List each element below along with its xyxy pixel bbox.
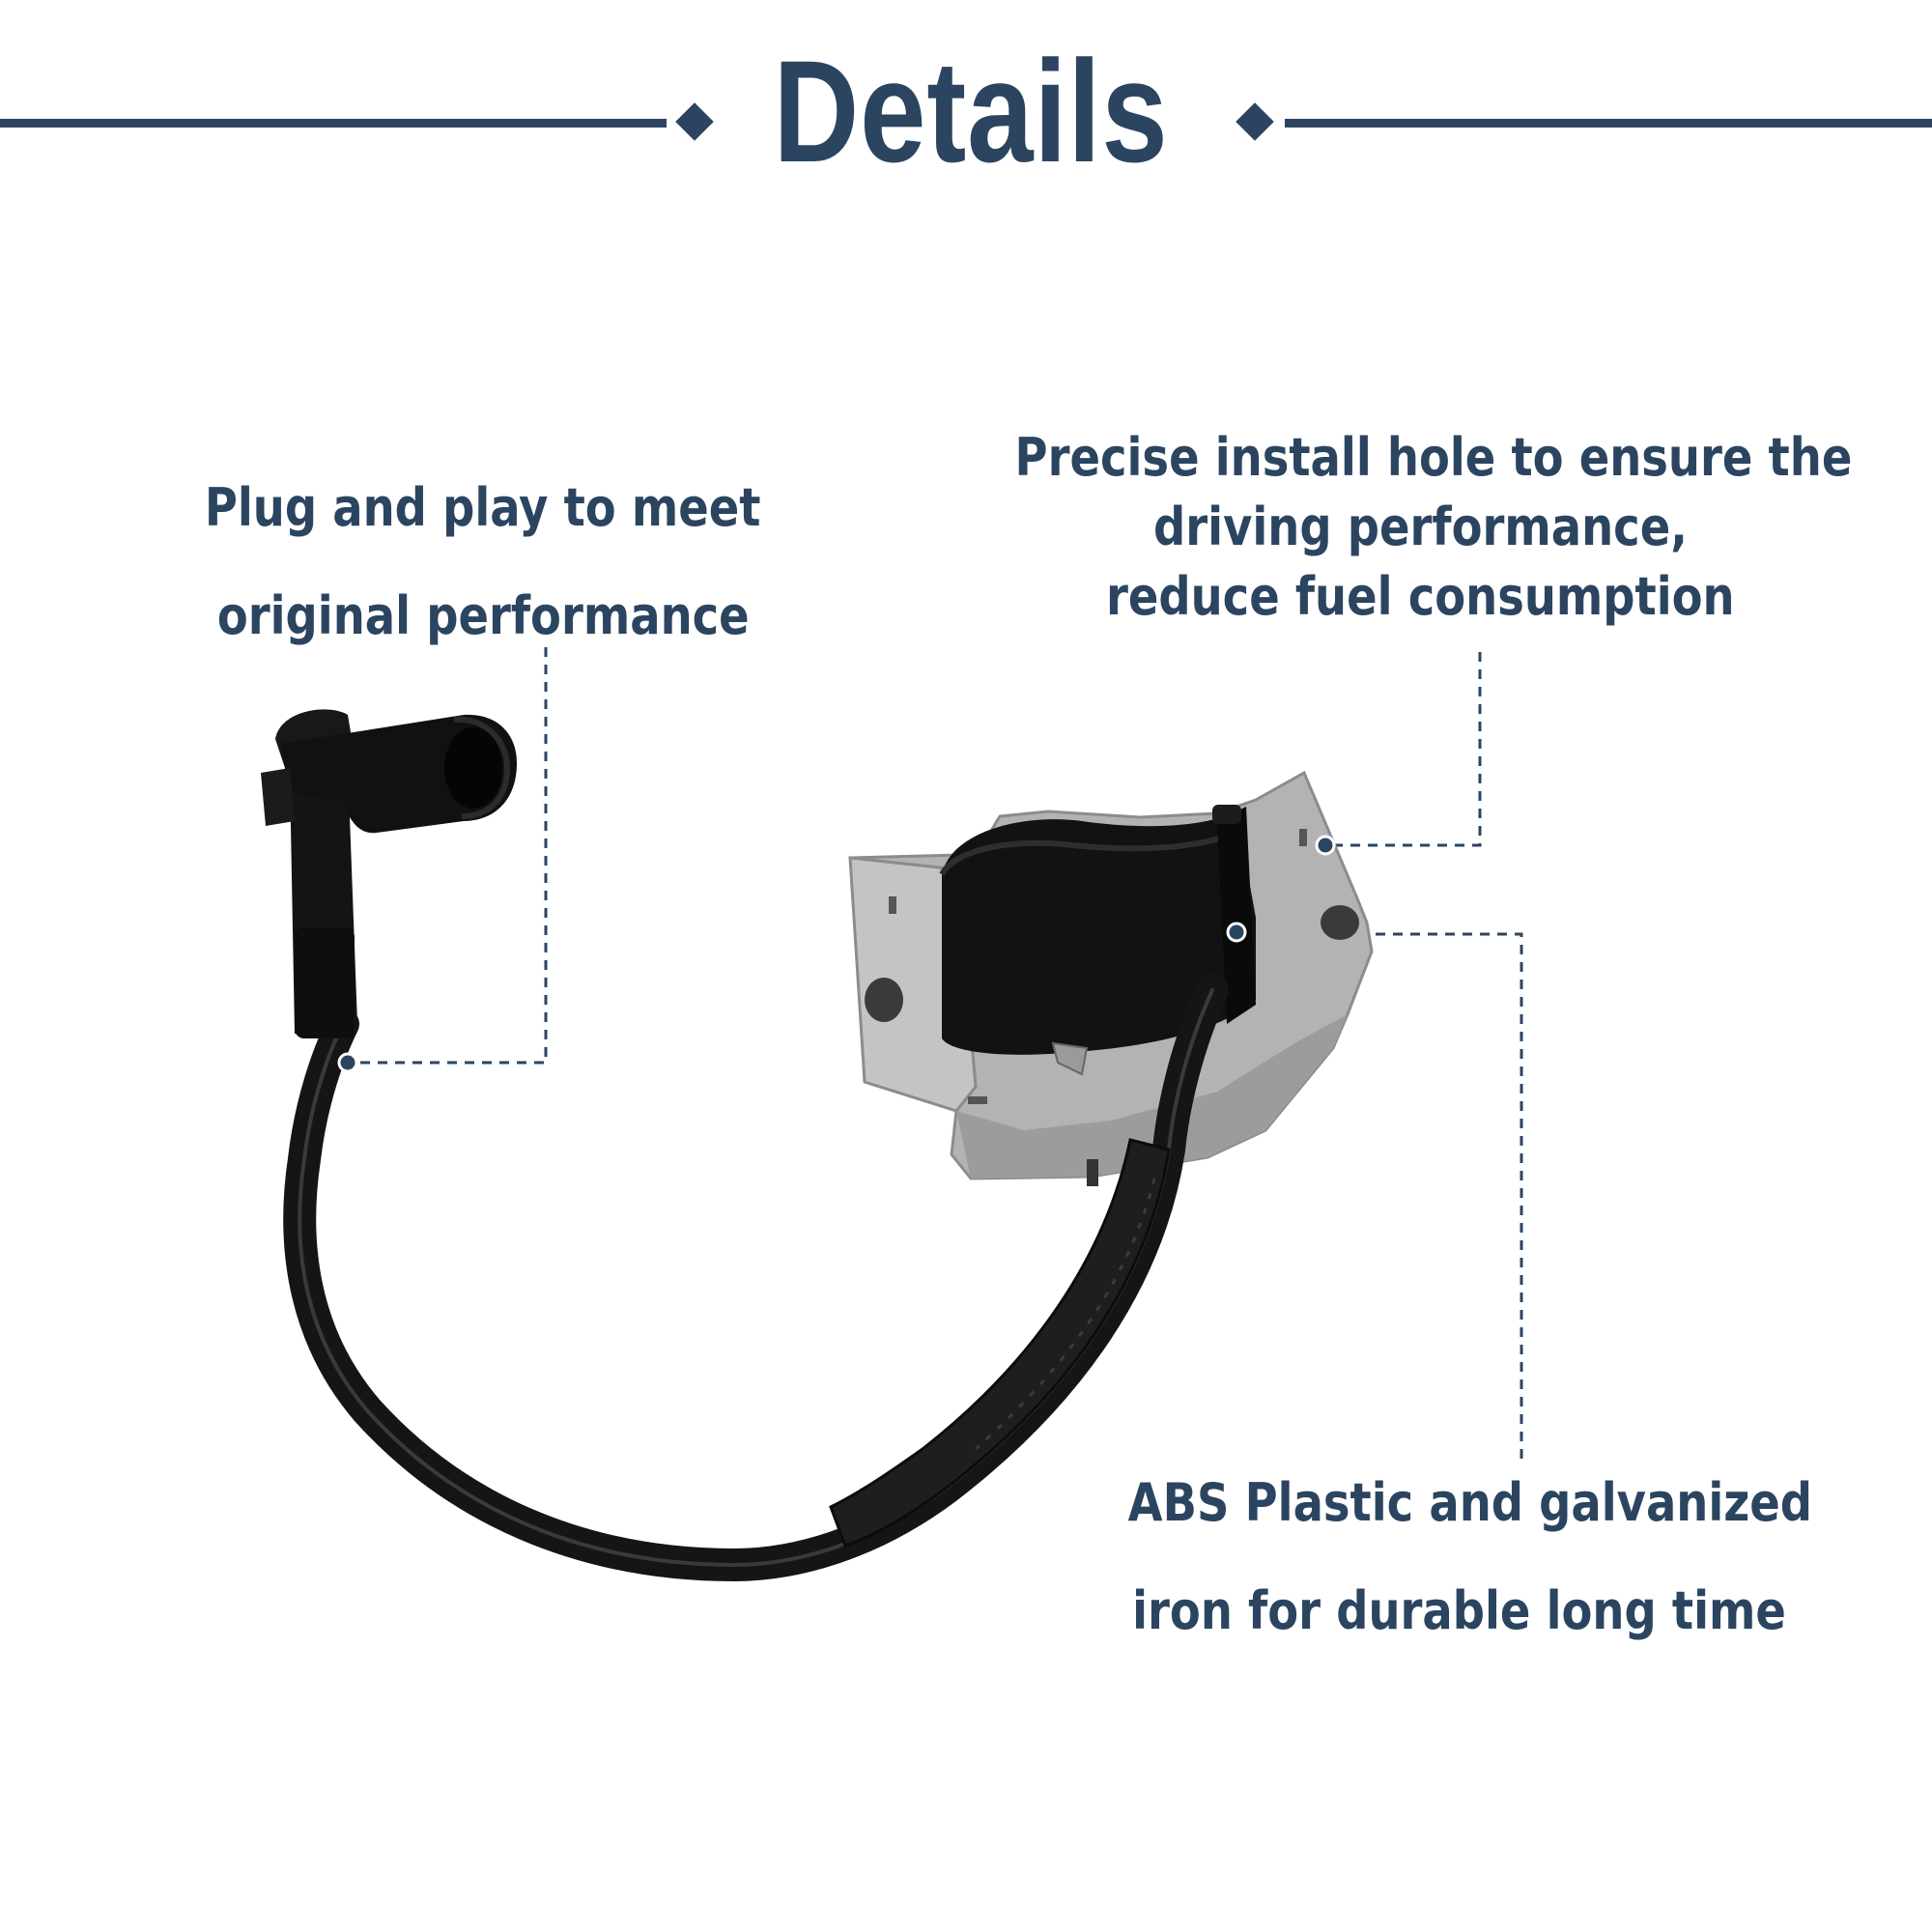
leader-line-plug (348, 647, 548, 1065)
callout-line: reduce fuel consumption (1105, 566, 1735, 627)
ignition-coil-body (939, 805, 1256, 1076)
header-rule-right (1285, 119, 1932, 128)
spark-plug-boot (261, 709, 517, 1038)
callout-line: driving performance, (1152, 497, 1688, 557)
dot-marker-icon (1226, 922, 1247, 943)
dot-marker-icon (1315, 835, 1336, 856)
mount-hole-right (1321, 905, 1359, 940)
boot-opening (444, 727, 502, 809)
cable-sleeve (829, 1138, 1171, 1548)
callout-install-hole: Precise install hole to ensure the drivi… (947, 423, 1893, 632)
callout-line: iron for durable long time (1131, 1580, 1786, 1641)
callout-material: ABS Plastic and galvanized iron for dura… (1072, 1449, 1845, 1665)
callout-line: ABS Plastic and galvanized (1127, 1472, 1813, 1533)
mount-hole-left (865, 978, 903, 1022)
page-title: Details (773, 30, 1169, 192)
callout-line: Precise install hole to ensure the (1014, 427, 1853, 488)
callout-markers (337, 835, 1336, 1073)
callout-plug-and-play: Plug and play to meet original performan… (145, 454, 821, 670)
dot-marker-icon (337, 1052, 358, 1073)
callout-line: Plug and play to meet (205, 477, 761, 538)
header-rule-left (0, 119, 667, 128)
leader-line-install-hole (1325, 652, 1482, 847)
callout-line: original performance (216, 585, 750, 646)
